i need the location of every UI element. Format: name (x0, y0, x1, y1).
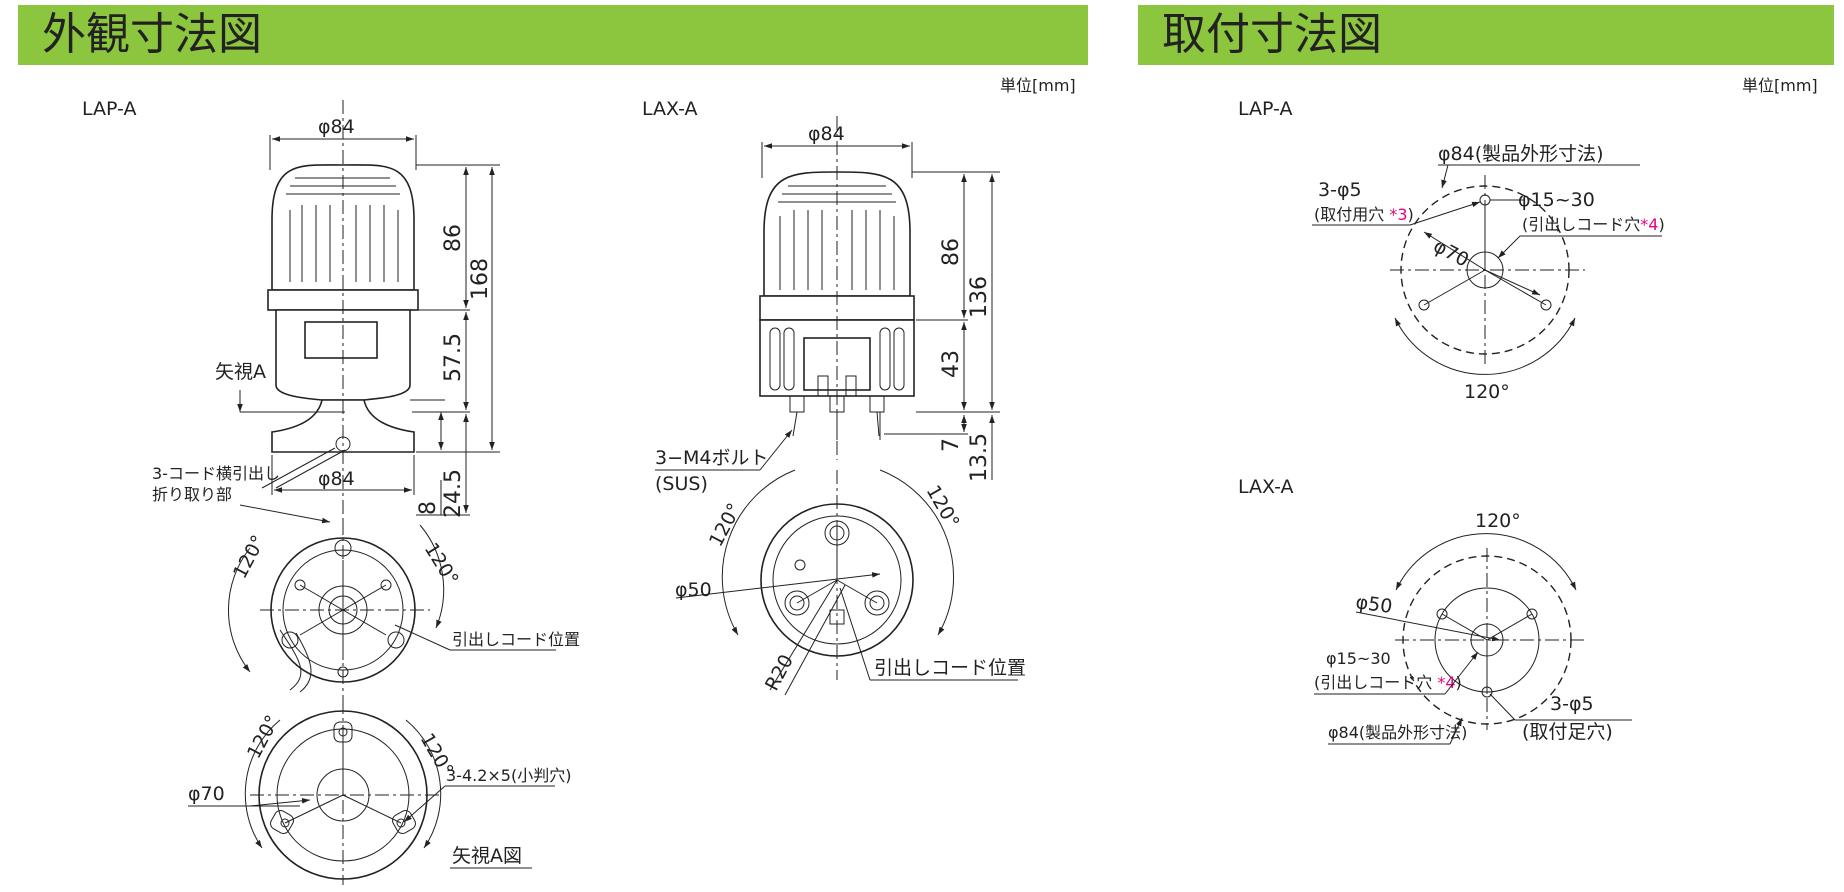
view-a-figure-label: 矢視A図 (452, 845, 522, 867)
dim-7: 7 (939, 438, 964, 452)
note-break-off-2: 折り取り部 (152, 485, 232, 504)
model-label-lap-mount: LAP-A (1238, 98, 1293, 120)
dim-24-5: 24.5 (441, 469, 466, 518)
note-break-off-1: 3-コード横引出し (152, 464, 280, 483)
mount-holes-label: 3-φ5 (1318, 179, 1362, 201)
model-label-lax-mount: LAX-A (1238, 476, 1294, 498)
cord-hole-note: (引出しコード穴*4) (1522, 215, 1665, 234)
lap-a-side-view: LAP-A φ84 86 168 57.5 (82, 98, 500, 535)
dim-43: 43 (939, 350, 964, 378)
dim-8: 8 (416, 501, 441, 515)
model-label-lap: LAP-A (82, 98, 137, 120)
angle-120-mount: 120° (1464, 381, 1510, 403)
dim-86-lax: 86 (939, 238, 964, 266)
lax-a-bottom-view: 120° 120° φ50 R20 引出しコード位置 (675, 469, 1026, 696)
angle-120-right: 120° (420, 539, 463, 589)
section-title: 外観寸法図 (42, 9, 262, 60)
cord-hole-note-lax: (引出しコード穴 *4) (1314, 673, 1462, 692)
cord-hole-dia-label: φ15~30 (1518, 189, 1595, 211)
outer-dia-label-lax: φ84(製品外形寸法) (1328, 723, 1467, 742)
angle-120-right-lax: 120° (922, 482, 964, 533)
section-header-mounting-dimensions: 取付寸法図 (1138, 5, 1834, 65)
dim-phi50-lax: φ50 (675, 579, 712, 601)
outer-dia-label: φ84(製品外形寸法) (1438, 143, 1604, 165)
angle-120-left: 120° (229, 532, 270, 583)
model-label-lax: LAX-A (642, 98, 698, 120)
long-hole-label: 3-4.2×5(小判穴) (446, 766, 571, 785)
cord-position-label: 引出しコード位置 (452, 630, 580, 649)
section-title: 取付寸法図 (1162, 9, 1382, 60)
dim-phi84-top: φ84 (318, 116, 355, 138)
mount-holes-lax: 3-φ5 (1550, 693, 1594, 715)
view-a-label: 矢視A (215, 361, 266, 383)
unit-label-right: 単位[mm] (1742, 76, 1818, 95)
mount-holes-note-lax: (取付足穴) (1522, 721, 1613, 743)
section-header-outline-dimensions: 外観寸法図 (18, 5, 1088, 65)
angle-120-left-lax: 120° (705, 500, 746, 551)
lap-a-bottom-view: 120° 120° 引出しコード位置 (228, 520, 580, 700)
dim-168: 168 (468, 258, 493, 300)
lax-a-side-view: LAX-A φ84 (642, 98, 1000, 495)
angle-120-lax-mount: 120° (1475, 510, 1521, 532)
lax-a-mount-view: LAX-A 120° φ50 φ15~30 (引出しコード穴 *4) φ84(製… (1238, 476, 1632, 745)
bolt-label: 3−M4ボルト (655, 447, 769, 469)
dim-phi50-mount: φ50 (1354, 591, 1393, 618)
unit-label-left: 単位[mm] (1000, 76, 1076, 95)
dim-86: 86 (441, 224, 466, 252)
dim-r20: R20 (761, 651, 798, 694)
lap-a-view-a-figure: 120° 120° φ70 3-4.2×5(小判穴) 矢視A図 (188, 700, 571, 885)
dim-phi70: φ70 (188, 783, 225, 805)
cord-hole-dia-lax: φ15~30 (1326, 649, 1391, 668)
mount-holes-note: (取付用穴 *3) (1314, 205, 1414, 224)
material-label: (SUS) (655, 473, 708, 495)
dim-phi84-lax: φ84 (808, 123, 845, 145)
dim-136: 136 (967, 276, 992, 318)
dim-phi70-mount: φ70 (1430, 235, 1473, 272)
dim-13-5: 13.5 (967, 433, 992, 482)
cord-position-label-lax: 引出しコード位置 (874, 657, 1026, 679)
dim-57-5: 57.5 (441, 333, 466, 382)
lap-a-mount-view: LAP-A φ70 φ84(製品外形寸法) 3-φ5 (取付用穴 *3) φ15… (1238, 98, 1665, 403)
dim-phi84-base: φ84 (318, 468, 355, 490)
